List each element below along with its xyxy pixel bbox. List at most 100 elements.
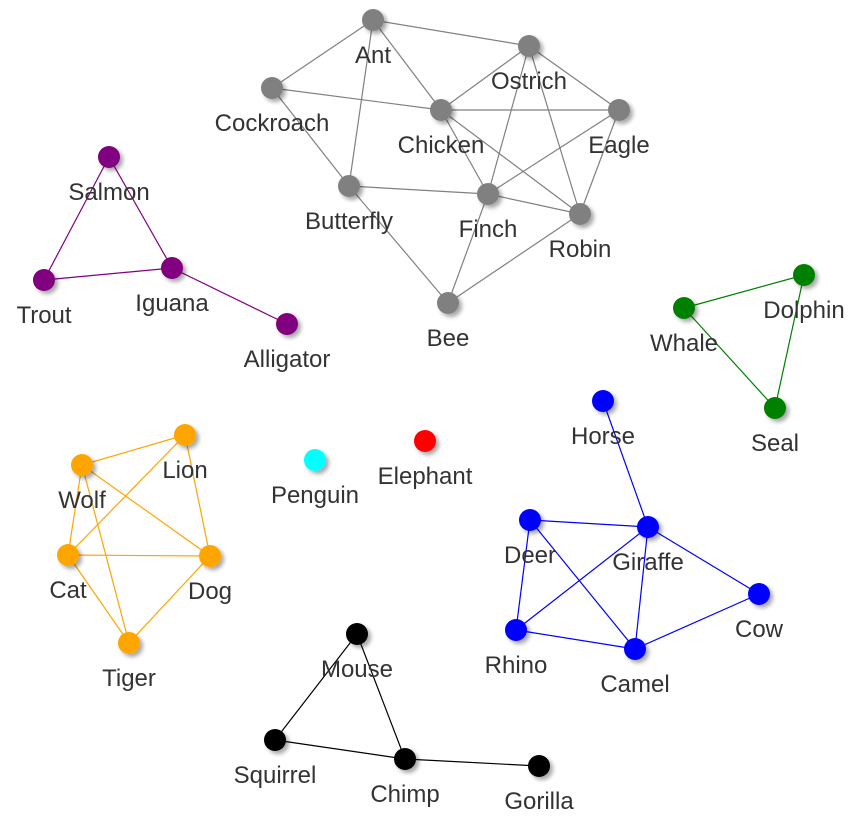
edge-chimp-gorilla bbox=[404, 758, 540, 767]
node-label-tiger: Tiger bbox=[102, 665, 156, 692]
node-label-chimp: Chimp bbox=[370, 781, 439, 808]
node-butterfly[interactable] bbox=[338, 175, 360, 197]
edge-giraffe-cow bbox=[647, 526, 760, 595]
node-label-cockroach: Cockroach bbox=[215, 110, 330, 137]
edge-whale-dolphin bbox=[683, 274, 805, 309]
edge-rhino-camel bbox=[515, 629, 636, 650]
node-label-rhino: Rhino bbox=[485, 652, 548, 679]
node-label-lion: Lion bbox=[162, 457, 207, 484]
edge-ostrich-robin bbox=[528, 45, 581, 215]
node-label-deer: Deer bbox=[504, 542, 556, 569]
node-label-seal: Seal bbox=[751, 430, 799, 457]
edge-eagle-finch bbox=[487, 109, 620, 195]
edge-cat-dog bbox=[67, 554, 211, 557]
node-gorilla[interactable] bbox=[528, 755, 550, 777]
edge-robin-bee bbox=[447, 213, 581, 304]
node-label-penguin: Penguin bbox=[271, 482, 359, 509]
edge-camel-cow bbox=[634, 593, 760, 650]
node-seal[interactable] bbox=[764, 397, 786, 419]
node-label-squirrel: Squirrel bbox=[234, 762, 317, 789]
edge-wolf-dog bbox=[81, 464, 211, 557]
edge-lion-cat bbox=[67, 434, 186, 556]
node-label-finch: Finch bbox=[459, 216, 518, 243]
node-finch[interactable] bbox=[477, 183, 499, 205]
node-salmon[interactable] bbox=[98, 146, 120, 168]
node-giraffe[interactable] bbox=[637, 516, 659, 538]
edge-mouse-squirrel bbox=[274, 633, 358, 741]
node-eagle[interactable] bbox=[608, 99, 630, 121]
node-label-iguana: Iguana bbox=[135, 290, 209, 317]
node-dog[interactable] bbox=[199, 545, 221, 567]
edge-ostrich-chicken bbox=[440, 45, 530, 111]
node-ostrich[interactable] bbox=[518, 35, 540, 57]
node-whale[interactable] bbox=[673, 297, 695, 319]
edge-horse-giraffe bbox=[602, 400, 649, 528]
node-label-bee: Bee bbox=[427, 325, 470, 352]
node-label-mouse: Mouse bbox=[321, 656, 393, 683]
node-trout[interactable] bbox=[33, 269, 55, 291]
node-mouse[interactable] bbox=[346, 623, 368, 645]
edge-whale-seal bbox=[683, 307, 776, 409]
edge-giraffe-rhino bbox=[515, 526, 649, 631]
edge-deer-camel bbox=[529, 519, 636, 650]
edge-wolf-tiger bbox=[81, 464, 130, 644]
node-label-camel: Camel bbox=[600, 671, 669, 698]
edge-salmon-trout bbox=[43, 156, 110, 281]
node-cow[interactable] bbox=[748, 583, 770, 605]
node-iguana[interactable] bbox=[161, 257, 183, 279]
node-elephant[interactable] bbox=[414, 430, 436, 452]
edge-ostrich-finch bbox=[487, 45, 530, 195]
node-label-ostrich: Ostrich bbox=[491, 68, 567, 95]
node-dolphin[interactable] bbox=[793, 264, 815, 286]
node-label-ant: Ant bbox=[355, 42, 391, 69]
node-chimp[interactable] bbox=[394, 748, 416, 770]
node-cockroach[interactable] bbox=[261, 77, 283, 99]
node-rhino[interactable] bbox=[505, 619, 527, 641]
edge-mouse-chimp bbox=[356, 633, 406, 760]
edges-layer bbox=[43, 19, 805, 767]
edge-butterfly-bee bbox=[348, 185, 449, 304]
edge-squirrel-chimp bbox=[274, 739, 406, 760]
edge-finch-bee bbox=[447, 193, 489, 304]
node-chicken[interactable] bbox=[430, 99, 452, 121]
edge-cockroach-butterfly bbox=[271, 87, 350, 187]
node-label-chicken: Chicken bbox=[398, 132, 485, 159]
node-label-giraffe: Giraffe bbox=[612, 549, 684, 576]
edge-ant-butterfly bbox=[348, 19, 374, 187]
node-label-alligator: Alligator bbox=[244, 346, 331, 373]
node-label-gorilla: Gorilla bbox=[504, 788, 574, 815]
edge-chicken-robin bbox=[440, 109, 581, 215]
node-cat[interactable] bbox=[57, 544, 79, 566]
node-label-horse: Horse bbox=[571, 423, 635, 450]
node-tiger[interactable] bbox=[118, 632, 140, 654]
edge-eagle-robin bbox=[579, 109, 620, 215]
edge-chicken-finch bbox=[440, 109, 489, 195]
node-label-butterfly: Butterfly bbox=[305, 208, 393, 235]
node-label-dolphin: Dolphin bbox=[763, 297, 844, 324]
edge-ant-ostrich bbox=[372, 19, 530, 47]
node-alligator[interactable] bbox=[276, 313, 298, 335]
edge-salmon-iguana bbox=[108, 156, 173, 269]
edge-giraffe-camel bbox=[634, 526, 649, 650]
edge-wolf-cat bbox=[67, 464, 83, 556]
node-label-wolf: Wolf bbox=[58, 487, 106, 514]
node-lion[interactable] bbox=[174, 424, 196, 446]
node-camel[interactable] bbox=[624, 638, 646, 660]
node-horse[interactable] bbox=[592, 390, 614, 412]
node-bee[interactable] bbox=[437, 292, 459, 314]
node-label-cow: Cow bbox=[735, 616, 784, 643]
edge-dolphin-seal bbox=[774, 274, 805, 409]
node-deer[interactable] bbox=[519, 509, 541, 531]
edge-butterfly-finch bbox=[348, 185, 489, 195]
node-wolf[interactable] bbox=[71, 454, 93, 476]
edge-ant-cockroach bbox=[271, 19, 374, 89]
edge-lion-dog bbox=[184, 434, 211, 557]
edge-trout-iguana bbox=[43, 267, 173, 281]
node-robin[interactable] bbox=[569, 203, 591, 225]
node-squirrel[interactable] bbox=[264, 729, 286, 751]
node-ant[interactable] bbox=[362, 9, 384, 31]
node-penguin[interactable] bbox=[304, 449, 326, 471]
edge-deer-giraffe bbox=[529, 519, 649, 528]
